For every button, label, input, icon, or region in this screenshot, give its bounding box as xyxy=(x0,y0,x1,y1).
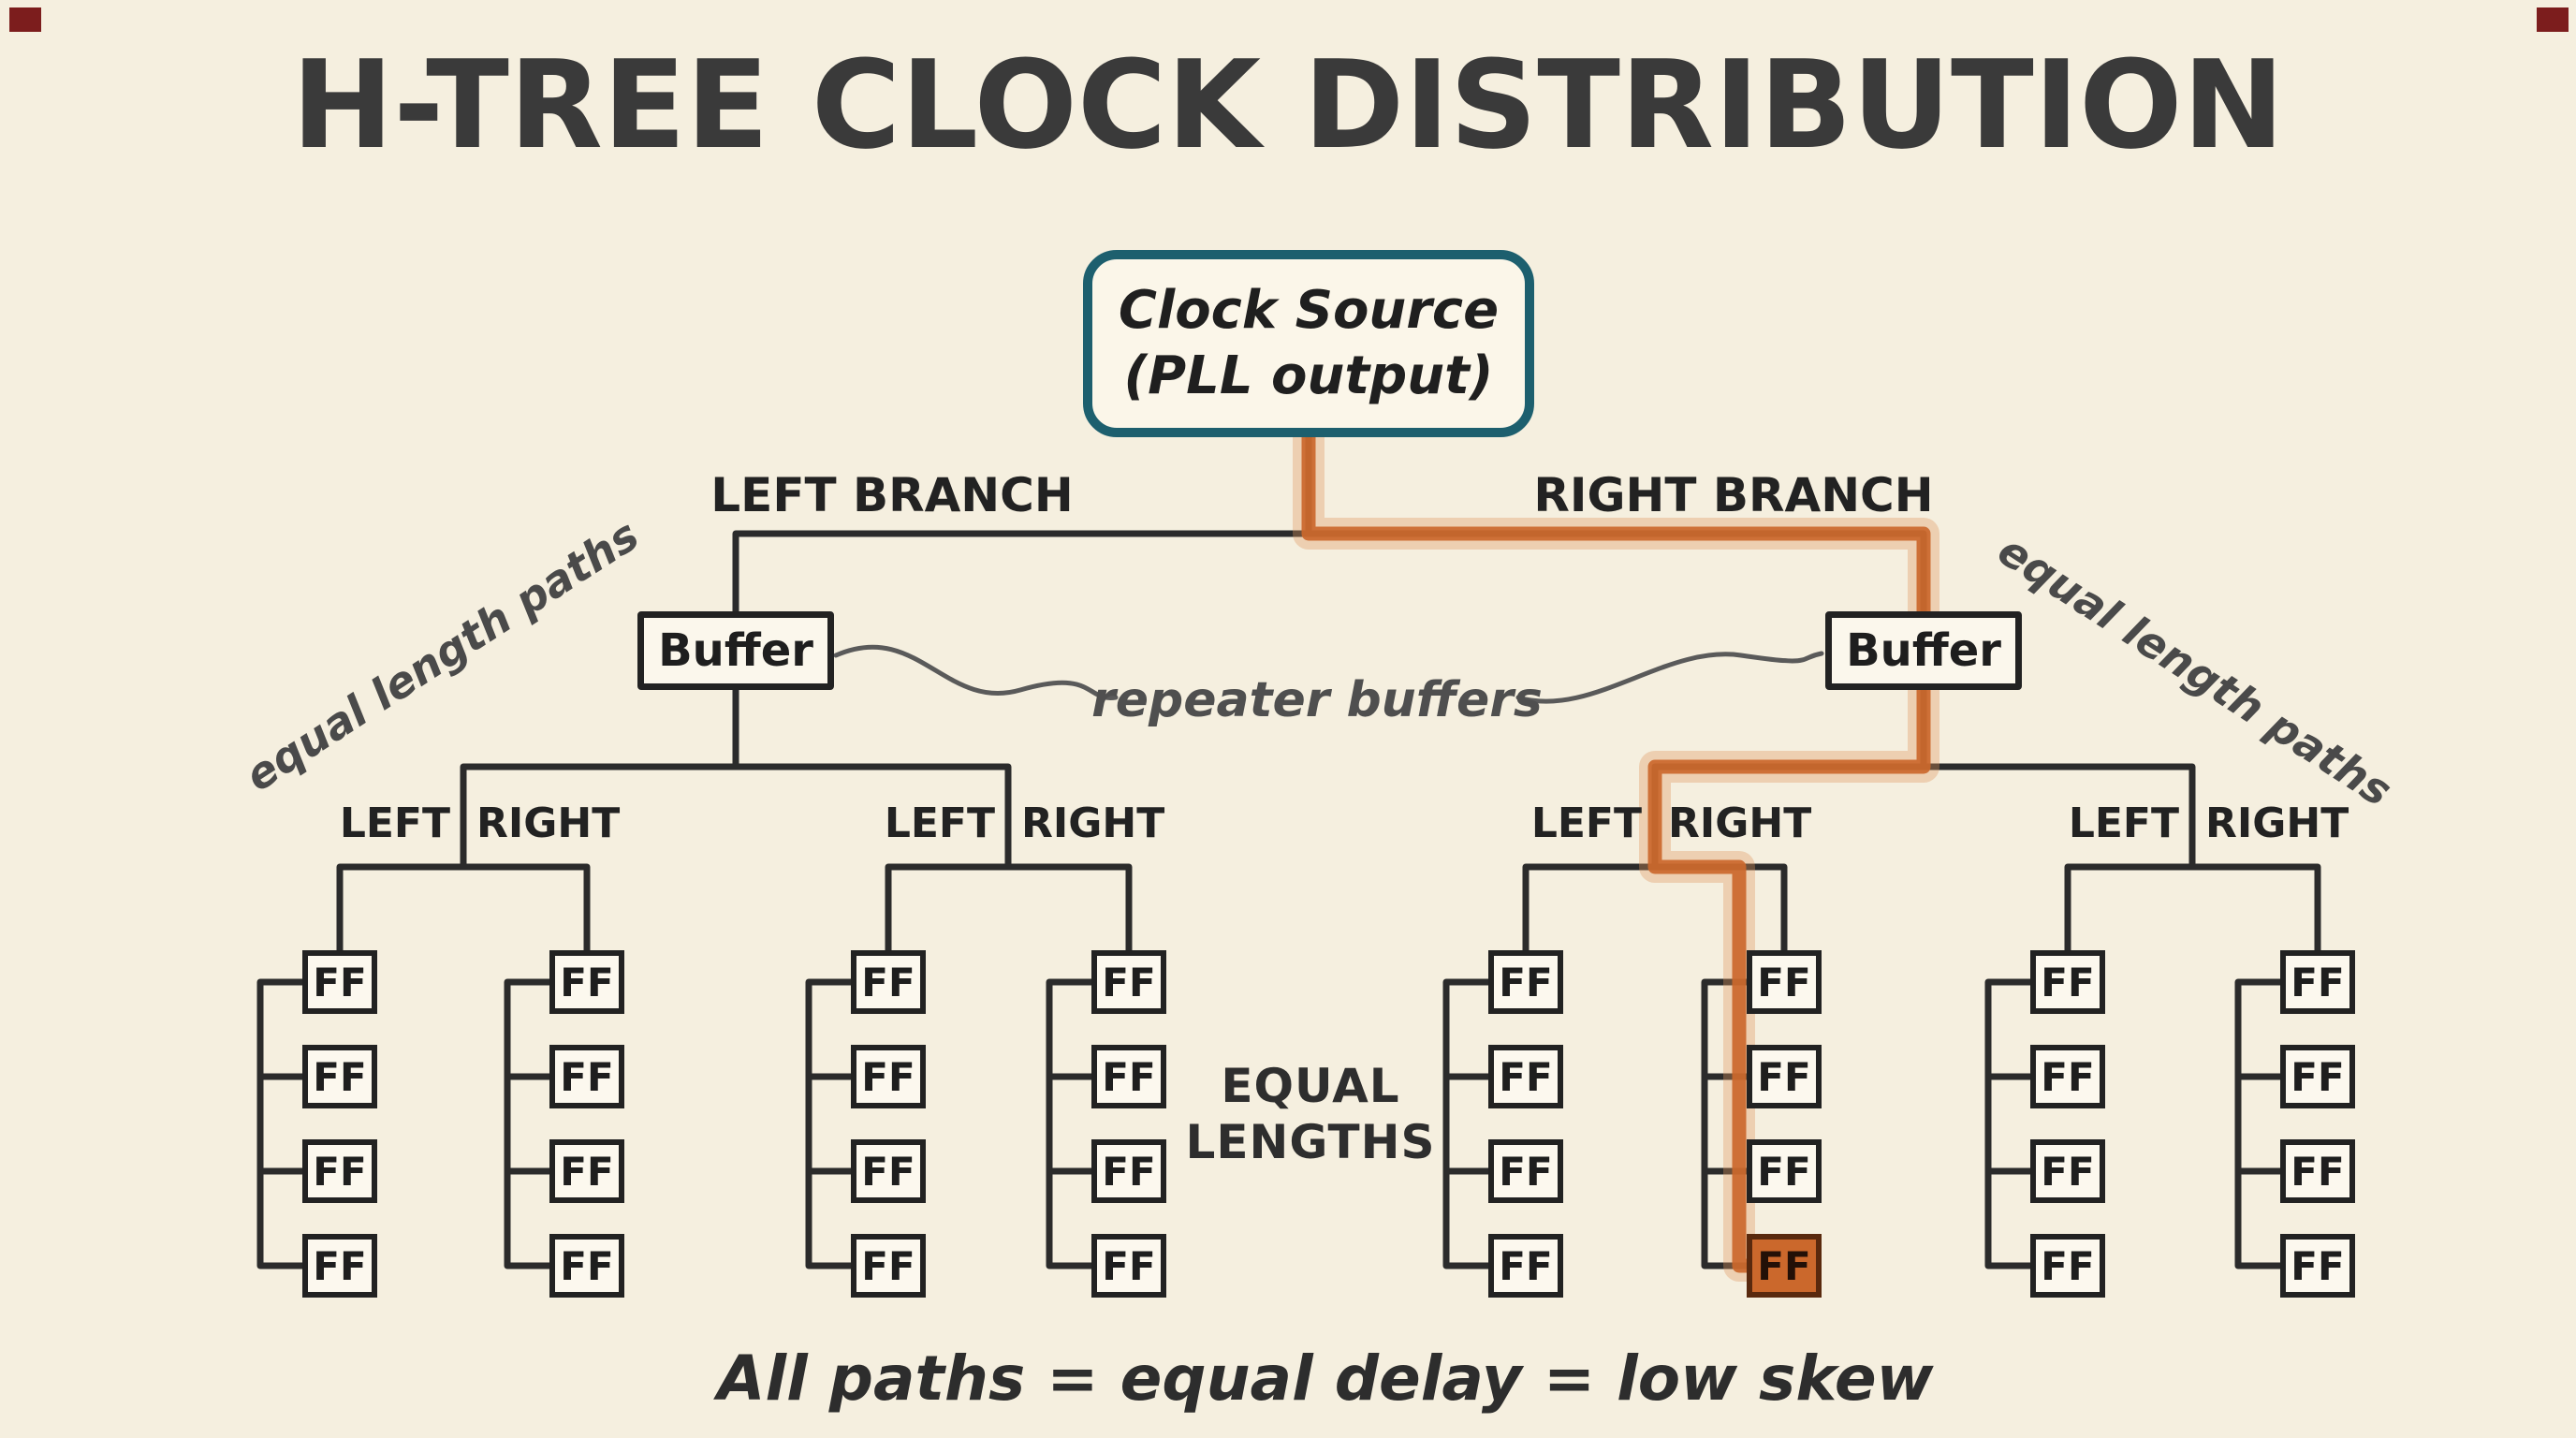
ff-box-highlighted: FF xyxy=(1747,1234,1822,1298)
sublabel-left-1: LEFT xyxy=(339,800,450,847)
ff-box: FF xyxy=(1488,950,1563,1014)
ff-box: FF xyxy=(851,1045,926,1108)
ff-box: FF xyxy=(1747,950,1822,1014)
clock-source-line1: Clock Source xyxy=(1118,280,1500,341)
repeater-connector-right xyxy=(1515,651,1824,704)
sublabel-right-4: RIGHT xyxy=(2205,800,2349,847)
ff-box: FF xyxy=(851,950,926,1014)
buffer-box-left: Buffer xyxy=(637,611,834,690)
sublabel-left-3: LEFT xyxy=(1530,800,1642,847)
branch-label-left: LEFT BRANCH xyxy=(710,468,1074,522)
center-note-line1: EQUAL xyxy=(1221,1059,1400,1113)
sublabel-left-4: LEFT xyxy=(2068,800,2179,847)
ff-box: FF xyxy=(1091,1234,1166,1298)
ff-box: FF xyxy=(2030,950,2105,1014)
sublabel-right-1: RIGHT xyxy=(476,800,621,847)
diagram-title: H-TREE CLOCK DISTRIBUTION xyxy=(291,34,2285,176)
buffer-label: Buffer xyxy=(1846,624,2001,677)
ff-box: FF xyxy=(2030,1045,2105,1108)
center-note: EQUAL LENGTHS xyxy=(1186,1058,1436,1170)
ff-box: FF xyxy=(302,1234,377,1298)
ff-box: FF xyxy=(1091,1139,1166,1203)
ff-box: FF xyxy=(302,1139,377,1203)
sublabel-right-2: RIGHT xyxy=(1021,800,1165,847)
sublabel-right-3: RIGHT xyxy=(1668,800,1812,847)
clock-source-box: Clock Source (PLL output) xyxy=(1083,250,1534,437)
corner-artifact-right xyxy=(2537,7,2569,32)
caption: All paths = equal delay = low skew xyxy=(717,1343,1934,1415)
ff-box: FF xyxy=(302,950,377,1014)
corner-artifact-left xyxy=(9,7,41,32)
repeater-connector-left xyxy=(833,644,1119,700)
leaf-comb-edges xyxy=(256,978,2284,1269)
buffer-label: Buffer xyxy=(658,624,813,677)
ff-box: FF xyxy=(549,1139,624,1203)
ff-box: FF xyxy=(2280,950,2355,1014)
sublabel-left-2: LEFT xyxy=(884,800,995,847)
ff-box: FF xyxy=(2030,1139,2105,1203)
ff-box: FF xyxy=(549,1234,624,1298)
ff-box: FF xyxy=(1091,950,1166,1014)
clock-source-line2: (PLL output) xyxy=(1123,345,1494,406)
ff-box: FF xyxy=(851,1139,926,1203)
ff-box: FF xyxy=(1747,1139,1822,1203)
buffer-box-right: Buffer xyxy=(1825,611,2022,690)
highlight-route xyxy=(1301,430,1931,1273)
ff-box: FF xyxy=(1488,1045,1563,1108)
repeater-buffers-label: repeater buffers xyxy=(1091,672,1543,728)
ff-box: FF xyxy=(1747,1045,1822,1108)
ff-box: FF xyxy=(302,1045,377,1108)
ff-box: FF xyxy=(2280,1139,2355,1203)
ff-box: FF xyxy=(1091,1045,1166,1108)
ff-box: FF xyxy=(2280,1045,2355,1108)
center-note-line2: LENGTHS xyxy=(1185,1115,1436,1169)
branch-label-right: RIGHT BRANCH xyxy=(1533,468,1934,522)
ff-box: FF xyxy=(2280,1234,2355,1298)
ff-box: FF xyxy=(1488,1234,1563,1298)
ff-box: FF xyxy=(2030,1234,2105,1298)
ff-box: FF xyxy=(549,1045,624,1108)
ff-box: FF xyxy=(1488,1139,1563,1203)
ff-box: FF xyxy=(851,1234,926,1298)
ff-box: FF xyxy=(549,950,624,1014)
